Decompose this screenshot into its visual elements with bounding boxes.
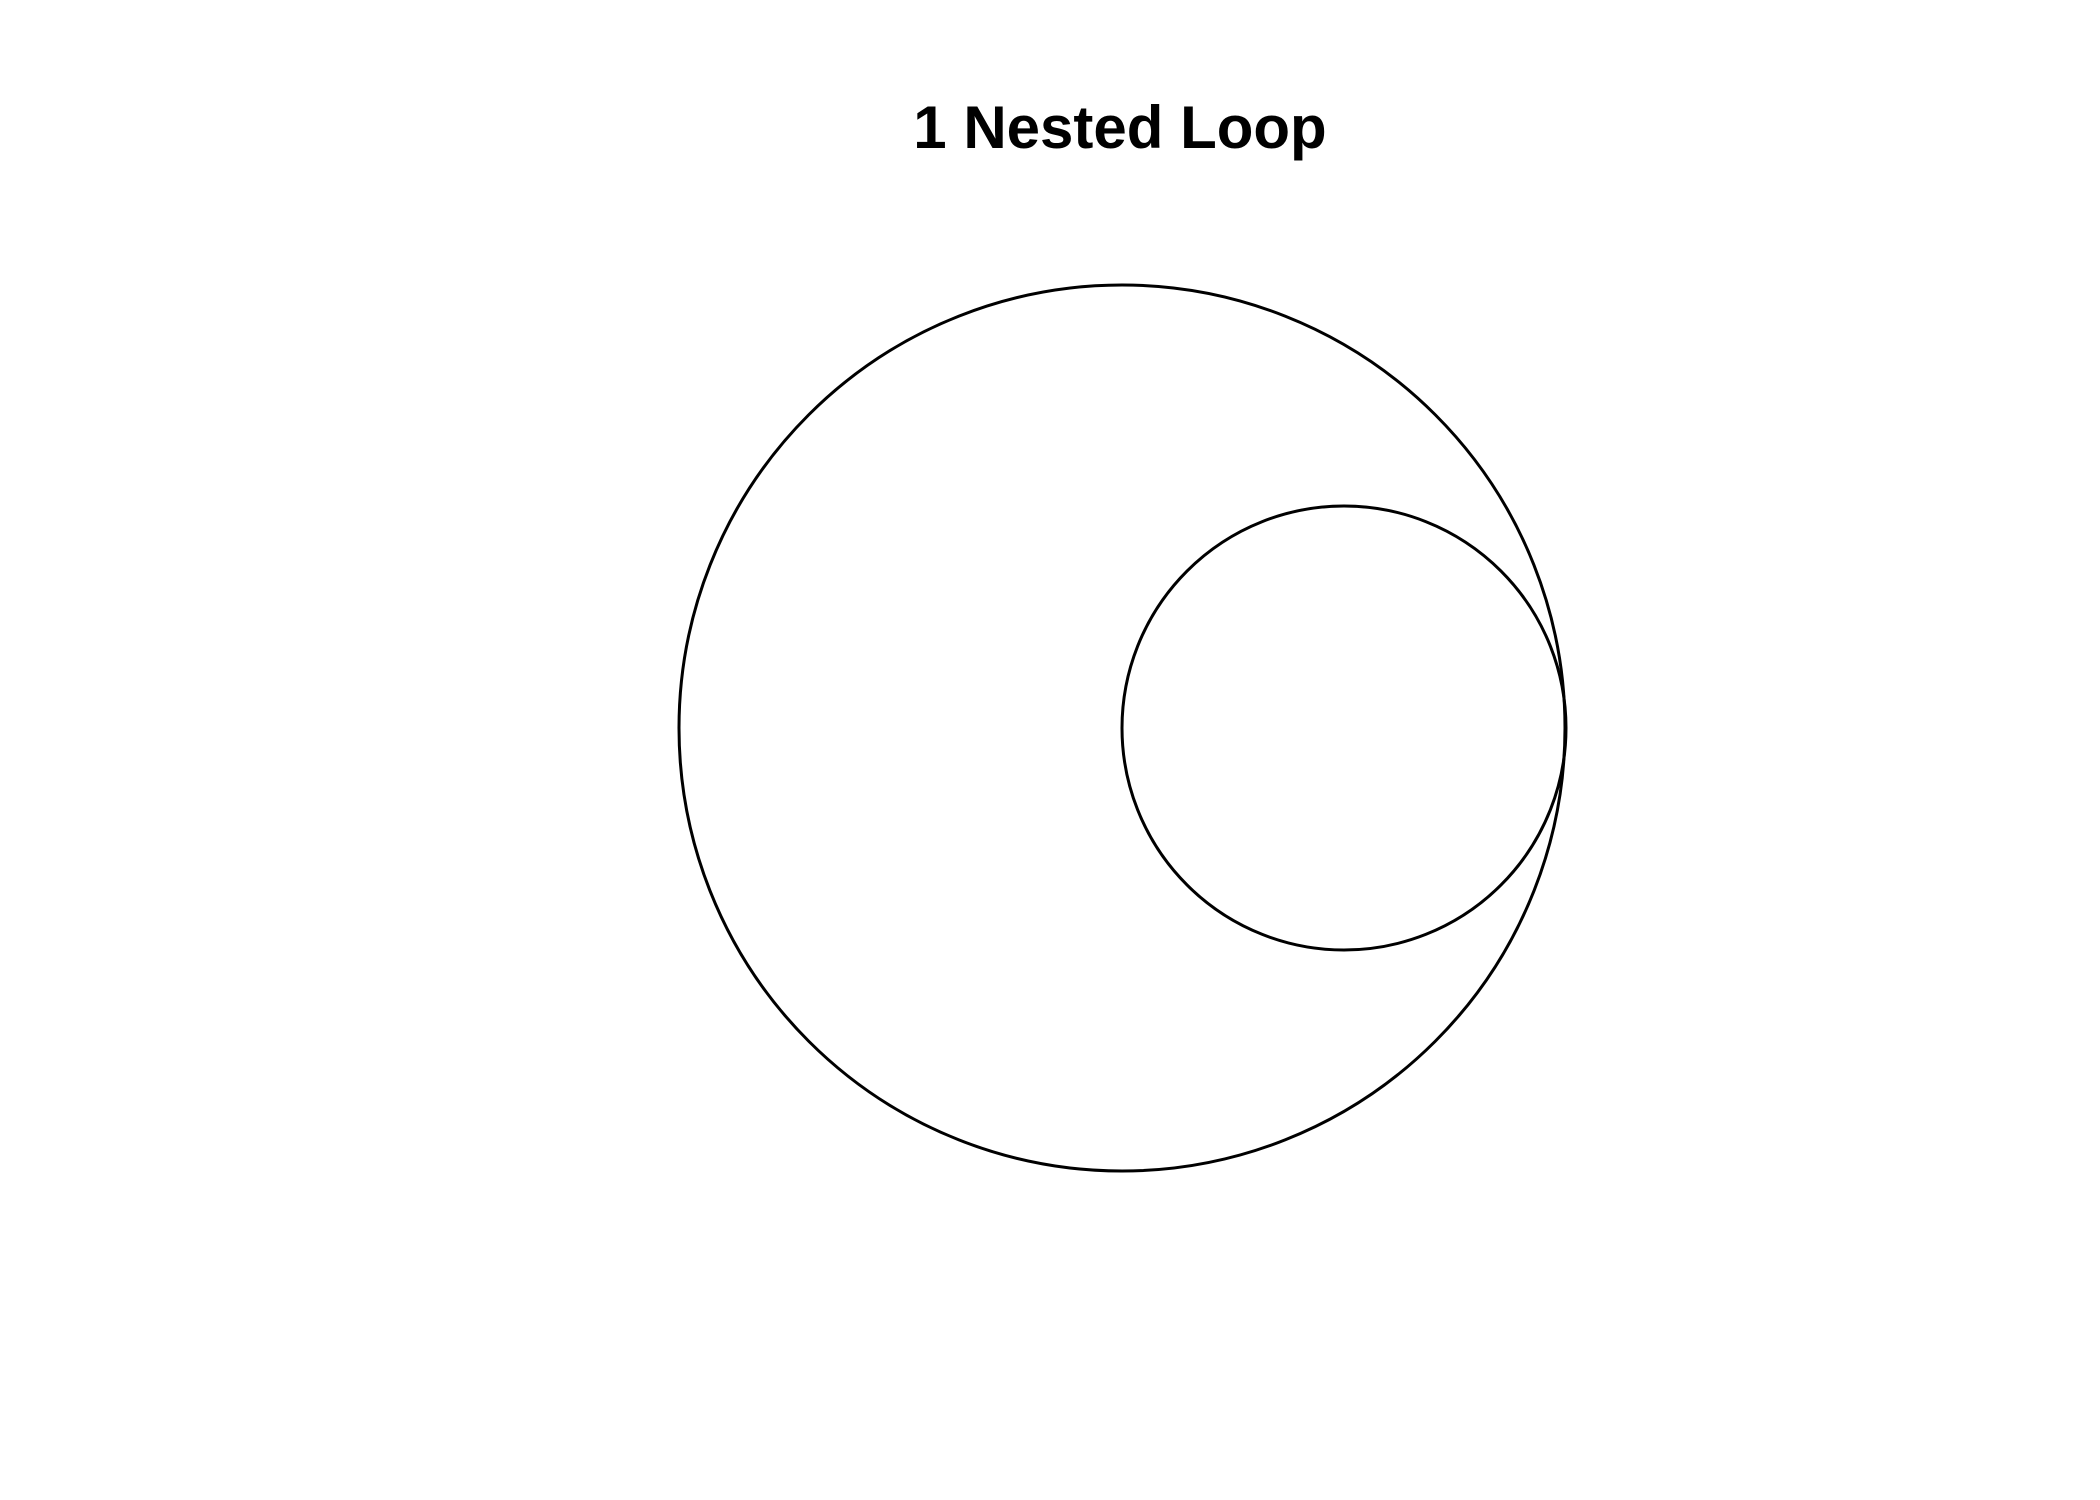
- inner-loop-circle: [1120, 504, 1568, 952]
- figure-title: 1 Nested Loop: [913, 94, 1327, 161]
